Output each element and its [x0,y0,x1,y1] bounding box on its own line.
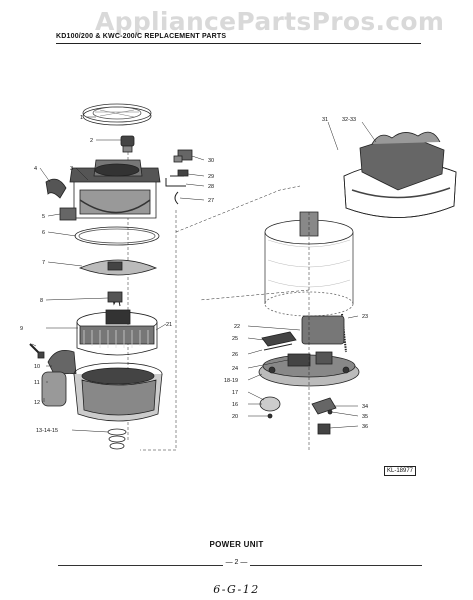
clip-part [59,207,77,221]
callout-labels: 1 2 3 4 5 6 7 8 9 10 11 12 13-14-15 16 1… [20,115,368,434]
figure-caption: POWER UNIT [209,540,264,549]
callout-6: 6 [42,230,45,236]
callout-18-19: 18-19 [224,378,238,384]
callout-17: 17 [232,390,238,396]
callout-10: 10 [34,364,40,370]
callout-20: 20 [232,414,238,420]
callout-2: 2 [90,138,93,144]
motor-bracket-part [261,315,345,351]
callout-8: 8 [40,298,43,304]
handwritten-note: 6-G-12 [213,583,260,596]
callout-leaders [31,116,377,433]
motor-top-housing-part [69,159,161,219]
callout-5: 5 [42,214,45,220]
discharge-housing-part [41,349,77,407]
page-number: — 2 — [222,559,251,566]
callout-30: 30 [208,158,214,164]
callout-16: 16 [232,402,238,408]
callout-26: 26 [232,352,238,358]
hardware-parts [107,428,127,450]
switch-fittings-parts [165,149,193,205]
stator-part [76,309,158,356]
part-drawings [29,103,457,451]
gasket-ring-part [74,226,160,246]
callout-29: 29 [208,174,214,180]
upper-cover-part [343,131,457,218]
callout-31: 31 [322,117,328,123]
callout-32-33: 32-33 [342,117,356,123]
diagram-code: KL-18977 [384,466,417,476]
bracket-part [45,178,67,199]
page-header: KD100/200 & KWC-200/C REPLACEMENT PARTS [56,33,227,40]
callout-36: 36 [362,424,368,430]
callout-24: 24 [232,366,238,372]
callout-21: 21 [166,322,172,328]
callout-3: 3 [70,166,73,172]
callout-27: 27 [208,198,214,204]
callout-11: 11 [34,380,40,386]
baffle-plate-part [78,259,158,276]
lower-housing-part [73,362,163,422]
capacitor-part [259,396,281,419]
callout-23: 23 [362,314,368,320]
filter-disk-part [82,103,152,126]
callout-25: 25 [232,336,238,342]
watermark: AppliancePartsPros.com [95,7,445,36]
callout-28: 28 [208,184,214,190]
callout-13-14-15: 13-14-15 [36,428,58,434]
callout-22: 22 [234,324,240,330]
callout-34: 34 [362,404,368,410]
header-rule [56,43,421,44]
callout-1: 1 [80,115,83,121]
callout-35: 35 [362,414,368,420]
callout-12: 12 [34,400,40,406]
nut-part [120,135,135,153]
callout-9: 9 [20,326,23,332]
callout-4: 4 [34,166,37,172]
callout-7: 7 [42,260,45,266]
terminal-parts [311,397,337,435]
bolt-part [29,343,45,359]
page-number-wrap: — 2 — [0,559,473,566]
